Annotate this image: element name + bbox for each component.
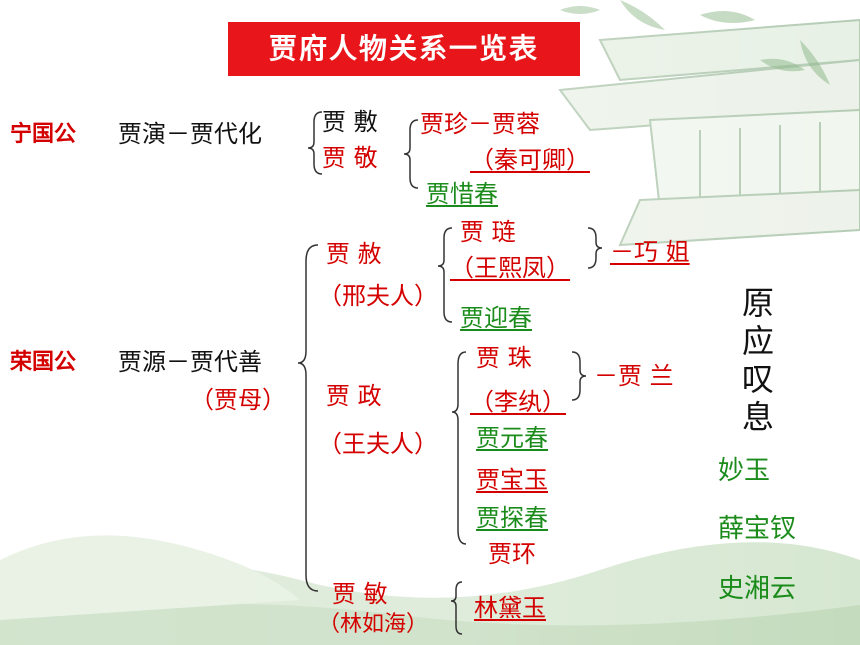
person-li-wan: （李纨） [470, 388, 566, 416]
person-jia-xichun: 贾惜春 [426, 180, 498, 208]
person-jia-jing: 贾 敬 [322, 144, 378, 172]
bracket-jiazheng-children [451, 351, 467, 545]
person-qin-keqing: （秦可卿） [470, 146, 590, 174]
person-jia-baoyu: 贾宝玉 [476, 466, 548, 494]
person-jia-mu: （贾母） [190, 386, 286, 414]
person-jia-fu: 贾 敷 [322, 108, 378, 136]
ningguo-gong-label: 宁国公 [10, 122, 77, 147]
rongguo-gong-label: 荣国公 [10, 350, 77, 375]
phrase-char: 应 [741, 322, 774, 360]
person-jia-huan: 贾环 [488, 540, 536, 568]
person-shi-xiangyun: 史湘云 [718, 574, 797, 604]
bracket-jiazhu-jialan [571, 351, 587, 401]
person-wang-xifeng: （王熙凤） [450, 254, 570, 282]
person-wang-furen: （王夫人） [318, 430, 438, 458]
bracket-jiamin-daiyu [450, 581, 463, 635]
bracket-ningguo-sons [307, 111, 323, 175]
vertical-phrase-yuan-ying-tan-xi: 原 应 叹 息 [740, 284, 776, 436]
person-jia-tanchun: 贾探春 [476, 504, 548, 532]
bracket-jiashe-children [437, 227, 453, 323]
person-jia-zhu: 贾 珠 [476, 344, 532, 372]
person-qiaojie: －巧 姐 [610, 238, 690, 266]
person-xing-furen: （邢夫人） [318, 282, 438, 310]
page-title: 贾府人物关系一览表 [268, 32, 539, 65]
person-jia-yuanchun: 贾元春 [476, 424, 548, 452]
person-jia-lan: －贾 兰 [594, 362, 674, 390]
person-jia-min: 贾 敏 [332, 580, 388, 608]
phrase-char: 原 [741, 284, 774, 322]
person-lin-ruhai: （林如海） [318, 612, 429, 637]
person-miaoyu: 妙玉 [718, 456, 771, 486]
person-jia-yingchun: 贾迎春 [460, 304, 532, 332]
ningguo-ancestor-line: 贾演－贾代化 [118, 120, 262, 148]
person-jia-she: 贾 赦 [326, 240, 382, 268]
title-banner: 贾府人物关系一览表 [228, 22, 580, 76]
person-lin-daiyu: 林黛玉 [474, 594, 546, 622]
bracket-rongguo-sons [297, 244, 319, 592]
rongguo-ancestor-line: 贾源－贾代善 [118, 348, 262, 376]
person-xue-baochai: 薛宝钗 [718, 514, 797, 544]
phrase-char: 息 [741, 398, 774, 436]
person-jia-zheng: 贾 政 [326, 382, 382, 410]
person-jia-lian: 贾 琏 [460, 218, 516, 246]
person-jia-zhen-jia-rong: 贾珍－贾蓉 [420, 110, 540, 138]
bracket-jialian-qiaojie [587, 227, 603, 269]
bracket-jiajing-children [403, 119, 419, 189]
phrase-char: 叹 [741, 360, 774, 398]
